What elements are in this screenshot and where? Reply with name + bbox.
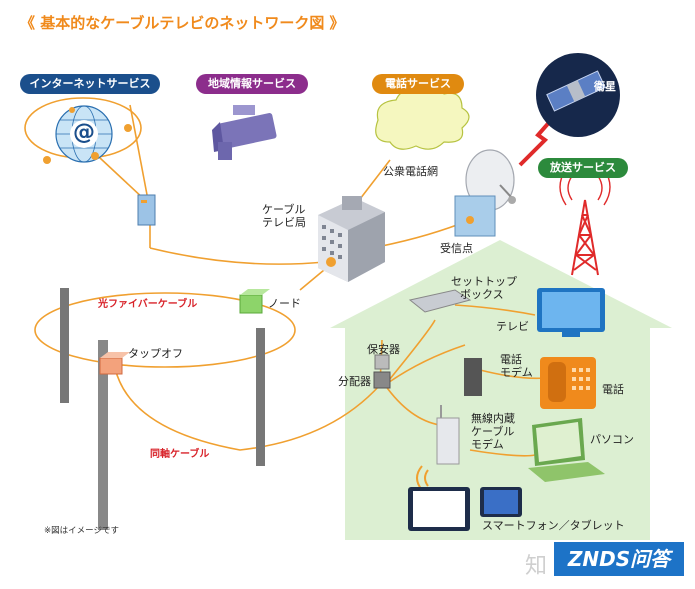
satellite-dish xyxy=(454,149,516,237)
at-sign: @ xyxy=(73,120,95,145)
receive-point-label: 受信点 xyxy=(440,242,473,255)
fiber-cable-label: 光ファイバーケーブル xyxy=(98,299,198,310)
page-title: 《 基本的なケーブルテレビのネットワーク図 》 xyxy=(20,14,345,32)
footnote: ※図はイメージです xyxy=(44,526,119,536)
broadcast-service-pill: 放送サービス xyxy=(538,158,628,178)
internet-service-pill: インターネットサービス xyxy=(20,74,160,94)
tap-off-label: タップオフ xyxy=(128,347,183,360)
watermark-brand: ZNDS问答 xyxy=(554,542,684,576)
splitter-box xyxy=(373,371,391,389)
phone-service-pill: 電話サービス xyxy=(372,74,464,94)
phone-modem-label-2: モデム xyxy=(500,366,533,379)
video-camera-icon xyxy=(212,105,277,160)
protector-box xyxy=(374,354,390,370)
laptop-icon xyxy=(528,418,605,482)
phone-modem-label-1: 電話 xyxy=(500,353,522,366)
telephone-icon xyxy=(540,357,596,409)
wifi-modem-box xyxy=(436,405,460,465)
tv-label: テレビ xyxy=(496,320,529,333)
public-phone-network-cloud xyxy=(375,86,470,150)
coax-cable-label: 同軸ケーブル xyxy=(150,449,210,460)
satellite-icon xyxy=(536,53,620,137)
headend-label-2: テレビ局 xyxy=(262,216,306,229)
protector-label: 保安器 xyxy=(367,343,400,356)
orbit-dots xyxy=(43,107,132,164)
pc-label: パソコン xyxy=(590,433,634,446)
headend-connector xyxy=(326,257,336,267)
headend-label-1: ケーブル xyxy=(262,203,306,216)
smartphone-tablet-label: スマートフォン／タブレット xyxy=(482,519,625,532)
watermark-zhi: 知 xyxy=(525,554,548,579)
satellite-label: 衛星 xyxy=(594,80,616,93)
splitter-label: 分配器 xyxy=(338,375,371,388)
headend-building xyxy=(318,196,385,282)
node-box xyxy=(239,289,270,314)
broadcast-tower xyxy=(559,168,611,276)
wifi-modem-label-1: 無線内蔵 xyxy=(471,412,515,425)
utility-poles xyxy=(60,288,265,530)
tv-icon xyxy=(537,288,605,337)
wifi-modem-label-2: ケーブル xyxy=(471,425,515,438)
globe-icon xyxy=(55,105,113,163)
wifi-modem-label-3: モデム xyxy=(471,438,504,451)
settop-box xyxy=(408,289,472,313)
settop-label-2: ボックス xyxy=(460,288,504,301)
node-label: ノード xyxy=(268,297,301,310)
telephone-label: 電話 xyxy=(602,383,624,396)
settop-label-1: セットトップ xyxy=(451,275,517,288)
receive-connector xyxy=(466,216,474,224)
public-phone-net-label: 公衆電話網 xyxy=(383,165,438,178)
server-icon xyxy=(137,194,156,226)
tap-off-box xyxy=(99,352,130,375)
regional-service-pill: 地域情報サービス xyxy=(196,74,308,94)
phone-modem-box xyxy=(464,358,482,396)
